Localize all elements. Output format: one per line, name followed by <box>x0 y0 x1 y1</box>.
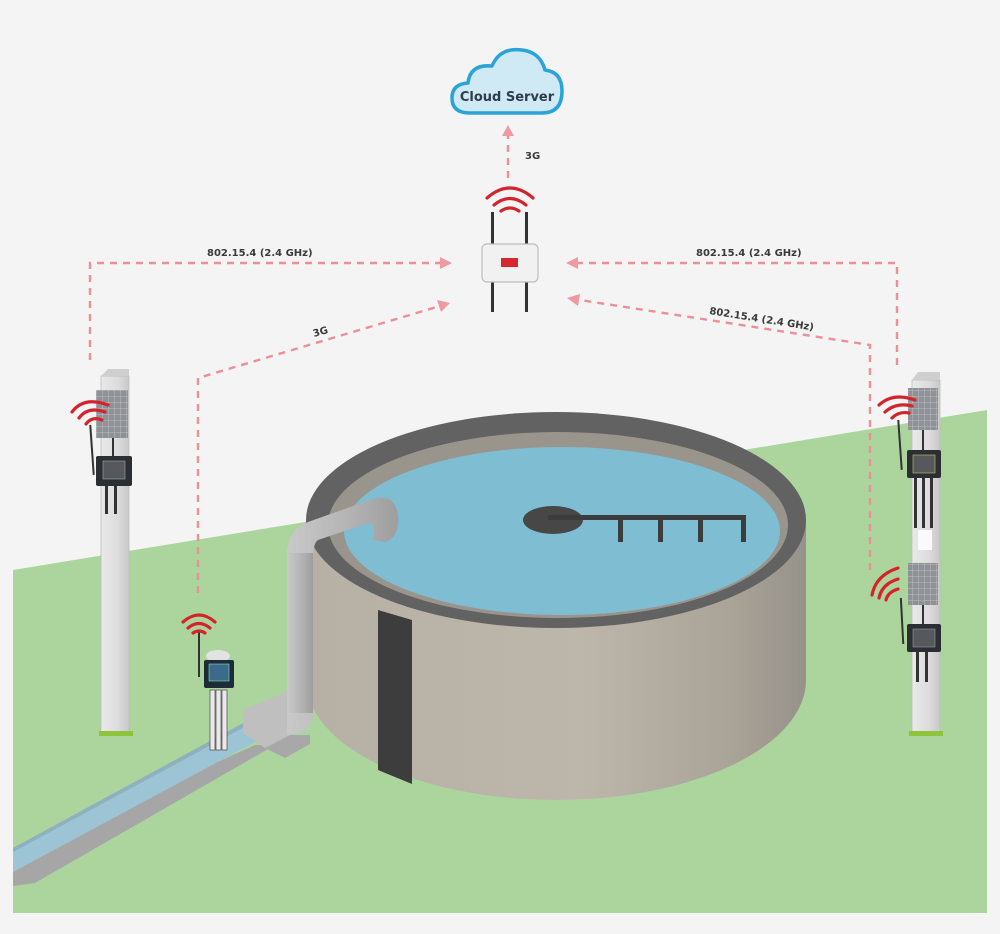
right-pole-sensors <box>870 372 943 736</box>
solar-panel-icon <box>96 390 128 438</box>
signal-waves-icon <box>870 566 900 602</box>
link-label-right-pole-bottom: 802.15.4 (2.4 GHz) <box>709 306 815 333</box>
signal-waves-icon <box>485 186 535 213</box>
signal-waves-icon <box>877 395 917 420</box>
left-pole-sensor <box>70 369 133 736</box>
link-left-pole: 802.15.4 (2.4 GHz) <box>88 248 452 360</box>
link-gateway-to-cloud: 3G <box>502 125 540 178</box>
link-label-left-pole: 802.15.4 (2.4 GHz) <box>207 248 313 259</box>
link-channel-sensor: 3G <box>196 300 450 593</box>
signal-waves-icon <box>181 613 217 635</box>
gateway <box>481 186 539 312</box>
link-right-pole-top: 802.15.4 (2.4 GHz) <box>566 248 899 365</box>
link-label-channel-sensor: 3G <box>312 325 330 340</box>
inlet-pipe <box>287 497 399 735</box>
clarifier-tank <box>306 412 806 800</box>
cloud-server: Cloud Server <box>450 47 564 115</box>
channel-sensor <box>181 613 234 751</box>
signal-waves-icon <box>70 400 110 426</box>
solar-panel-icon <box>908 563 938 605</box>
link-label-right-pole-top: 802.15.4 (2.4 GHz) <box>696 248 802 259</box>
cloud-icon <box>450 47 564 115</box>
cloud-label: Cloud Server <box>460 90 555 105</box>
uplink-label: 3G <box>525 151 540 162</box>
solar-panel-icon <box>908 388 938 430</box>
water-channel <box>13 690 310 886</box>
sludge-scraper-arm <box>523 506 746 542</box>
